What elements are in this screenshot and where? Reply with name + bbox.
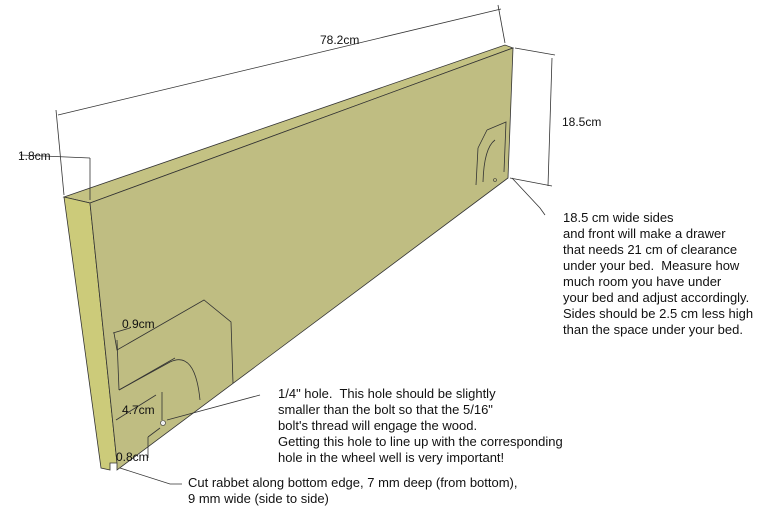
rabbet-note: Cut rabbet along bottom edge, 7 mm deep …: [188, 475, 518, 506]
hole-height-dimension: 4.7cm: [122, 403, 155, 417]
slot-offset-dimension: 0.9cm: [122, 317, 155, 331]
wheel-well-outline: [113, 121, 507, 401]
length-dimension: 78.2cm: [320, 33, 359, 47]
dimension-lines: [19, 4, 556, 485]
bolt-hole: [160, 420, 166, 426]
thickness-dimension: 1.8cm: [18, 149, 51, 163]
hole-note: 1/4" hole. This hole should be slightly …: [278, 386, 563, 465]
board-front-face: [89, 47, 514, 471]
sides-note: 18.5 cm wide sides and front will make a…: [563, 210, 754, 337]
height-dimension: 18.5cm: [562, 115, 601, 129]
rabbet-height-dimension: 0.8cm: [116, 450, 149, 464]
